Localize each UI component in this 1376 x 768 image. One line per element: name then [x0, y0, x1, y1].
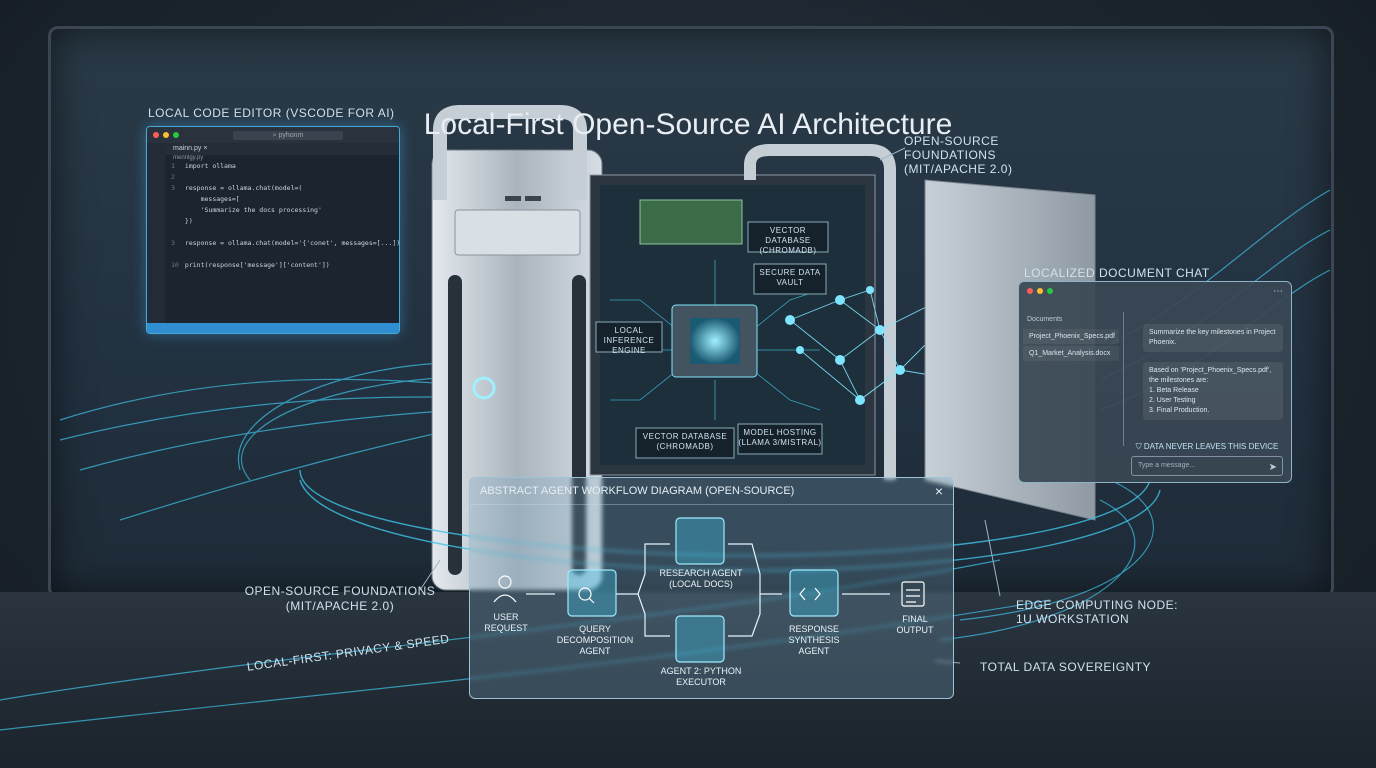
- documents-pane: Documents Project_Phoenix_Specs.pdf Q1_M…: [1019, 312, 1124, 446]
- response-synthesis-node[interactable]: RESPONSE SYNTHESIS AGENT: [788, 624, 840, 656]
- line-number: 3: [171, 184, 175, 192]
- close-dot-icon[interactable]: [1027, 288, 1033, 294]
- chassis-interior: [589, 144, 896, 480]
- code-line: 1 import ollama: [171, 161, 395, 172]
- chat-titlebar: ⋯: [1019, 282, 1291, 300]
- code-line: 'Summarize the docs processing': [171, 205, 395, 216]
- code-line: 3 response = ollama.chat(model='{'conet'…: [171, 238, 399, 249]
- chat-message-input[interactable]: Type a message...: [1131, 456, 1283, 476]
- research-agent-node[interactable]: RESEARCH AGENT (LOCAL DOCS): [659, 568, 743, 589]
- code-line: messages=[: [171, 194, 395, 205]
- milestone-item: 3. Final Production.: [1149, 407, 1210, 414]
- milestone-item: 1. Beta Release: [1149, 387, 1199, 394]
- workflow-title: ABSTRACT AGENT WORKFLOW DIAGRAM (OPEN-SO…: [480, 485, 795, 497]
- code-text: response = ollama.chat(model='{'conet', …: [184, 239, 400, 247]
- agent-workflow-panel: ABSTRACT AGENT WORKFLOW DIAGRAM (OPEN-SO…: [469, 477, 954, 699]
- secure-vault-label: SECURE DATA VAULT: [759, 268, 821, 287]
- document-chat-label: LOCALIZED DOCUMENT CHAT: [1024, 266, 1210, 280]
- maximize-dot-icon[interactable]: [173, 132, 179, 138]
- code-text: messages=[: [184, 195, 240, 203]
- privacy-notice: ⛉ DATA NEVER LEAVES THIS DEVICE: [1131, 442, 1283, 452]
- code-line: [171, 227, 395, 238]
- line-number: 1: [171, 162, 175, 170]
- code-text: import ollama: [184, 162, 236, 170]
- code-editor-label: LOCAL CODE EDITOR (VSCODE FOR AI): [148, 106, 395, 120]
- minimize-dot-icon[interactable]: [1037, 288, 1043, 294]
- editor-search-input[interactable]: ⌕ pyhonm: [233, 130, 343, 140]
- code-line: 2: [171, 172, 395, 183]
- more-icon[interactable]: ⋯: [1273, 285, 1283, 297]
- model-hosting-label: MODEL HOSTING (LLAMA 3/MISTRAL): [738, 428, 822, 447]
- data-sovereignty-label: TOTAL DATA SOVEREIGNTY: [980, 660, 1152, 674]
- milestone-item: 2. User Testing: [1149, 397, 1196, 404]
- editor-tab[interactable]: mainn.py ×: [165, 143, 399, 155]
- assistant-message-text: Based on 'Project_Phoenix_Specs.pdf', th…: [1149, 367, 1272, 384]
- workflow-arrows: [526, 543, 890, 637]
- document-item[interactable]: Project_Phoenix_Specs.pdf: [1023, 329, 1119, 344]
- maximize-dot-icon[interactable]: [1047, 288, 1053, 294]
- privacy-notice-text: DATA NEVER LEAVES THIS DEVICE: [1143, 442, 1279, 451]
- document-item[interactable]: Q1_Market_Analysis.docx: [1023, 346, 1119, 361]
- editor-breadcrumb: mennlgy.py: [173, 155, 204, 161]
- code-text: print(response['message']['content']): [184, 261, 330, 269]
- page-title: Local-First Open-Source AI Architecture: [423, 108, 953, 142]
- documents-header: Documents: [1027, 316, 1063, 323]
- assistant-message: Based on 'Project_Phoenix_Specs.pdf', th…: [1143, 362, 1283, 420]
- code-text: 'Summarize the docs processing': [184, 206, 322, 214]
- open-source-foundations-top-label: OPEN-SOURCE FOUNDATIONS (MIT/APACHE 2.0): [904, 134, 1013, 176]
- code-line: [171, 249, 395, 260]
- query-decomposition-node[interactable]: QUERY DECOMPOSITION AGENT: [556, 624, 634, 656]
- close-icon[interactable]: ×: [934, 483, 943, 499]
- workflow-header: ABSTRACT AGENT WORKFLOW DIAGRAM (OPEN-SO…: [470, 478, 953, 505]
- final-output-node[interactable]: FINAL OUTPUT: [896, 614, 934, 635]
- line-number: 3: [171, 239, 175, 247]
- line-number: 2: [171, 173, 175, 181]
- editor-statusbar: [147, 323, 399, 333]
- minimize-dot-icon[interactable]: [163, 132, 169, 138]
- editor-activity-bar: [147, 143, 165, 323]
- close-dot-icon[interactable]: [153, 132, 159, 138]
- document-chat-window: ⋯ Documents Project_Phoenix_Specs.pdf Q1…: [1018, 281, 1292, 483]
- edge-node-label-1: EDGE COMPUTING NODE:: [1016, 598, 1179, 612]
- open-source-foundations-bottom-label-2: (MIT/APACHE 2.0): [285, 599, 395, 613]
- open-source-foundations-bottom-label-1: OPEN-SOURCE FOUNDATIONS: [244, 584, 436, 598]
- code-line: }): [171, 216, 395, 227]
- line-number: 10: [171, 261, 179, 269]
- user-request-node[interactable]: USER REQUEST: [484, 612, 528, 633]
- python-executor-node[interactable]: AGENT 2: PYTHON EXECUTOR: [660, 666, 742, 687]
- editor-titlebar: ⌕ pyhonm: [147, 127, 399, 143]
- code-line: 3 response = ollama.chat(model=(: [171, 183, 395, 194]
- send-icon[interactable]: ➤: [1268, 462, 1277, 473]
- code-editor-window: ⌕ pyhonm mainn.py × mennlgy.py 1 import …: [146, 126, 400, 334]
- vector-db-bottom-label: VECTOR DATABASE (CHROMADB): [642, 432, 728, 451]
- vector-db-top-label: VECTOR DATABASE (CHROMADB): [759, 226, 817, 255]
- code-text: }): [184, 217, 193, 225]
- shield-icon: ⛉: [1135, 442, 1144, 451]
- code-line: 10 print(response['message']['content']): [171, 260, 395, 271]
- inference-engine-label: LOCAL INFERENCE ENGINE: [603, 326, 655, 355]
- user-message: Summarize the key milestones in Project …: [1143, 324, 1283, 352]
- edge-node-label-2: 1U WORKSTATION: [1016, 612, 1130, 626]
- code-text: response = ollama.chat(model=(: [184, 184, 303, 192]
